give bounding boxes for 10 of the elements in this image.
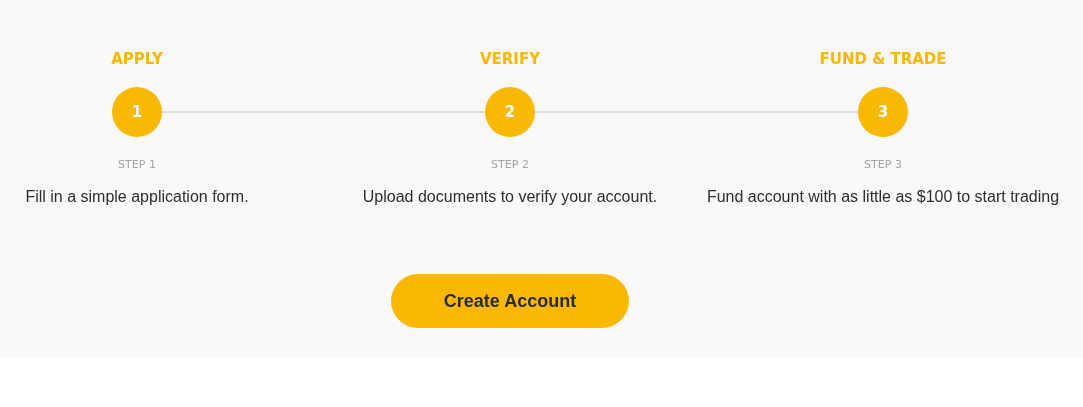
step-heading: FUND & TRADE (819, 49, 947, 69)
step-heading: VERIFY (479, 49, 541, 69)
step-description: Fund account with as little as $100 to start trading (706, 187, 1060, 207)
step-label: STEP 1 (118, 158, 156, 172)
step-description: Fill in a simple application form. (25, 187, 249, 207)
step-label: STEP 3 (864, 158, 902, 172)
step-label: STEP 2 (491, 158, 529, 172)
step-heading: APPLY (111, 49, 163, 69)
create-account-button: Create Account (391, 274, 629, 328)
step-description: Upload documents to verify your account. (362, 187, 658, 207)
